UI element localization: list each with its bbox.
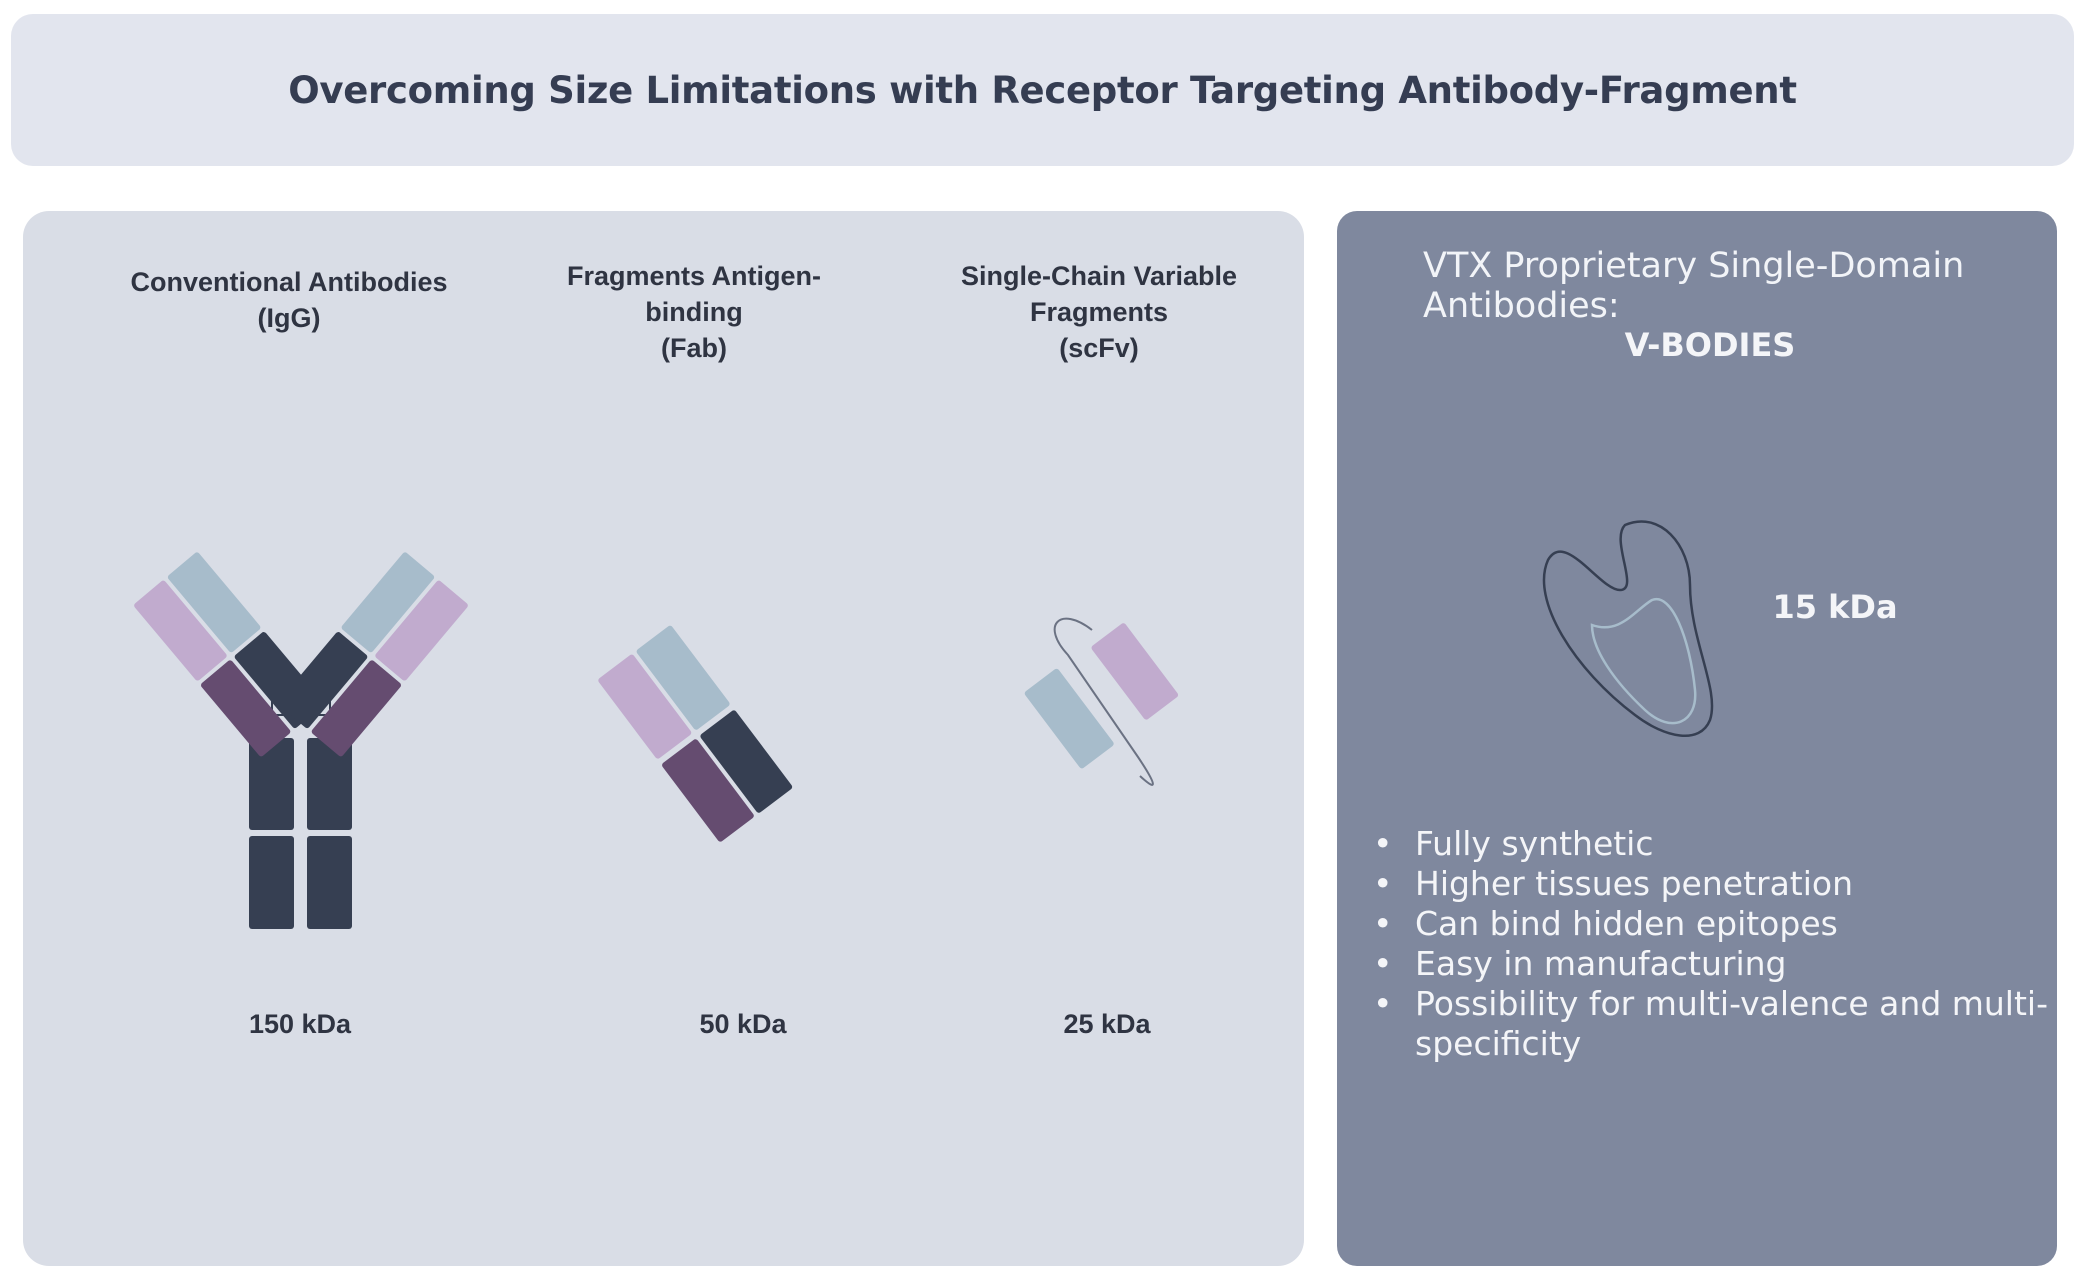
scfv-label: Single-Chain Variable Fragments (scFv) <box>929 258 1269 366</box>
vbodies-panel <box>1337 211 2057 1266</box>
feature-item: Can bind hidden epitopes <box>1373 904 2063 944</box>
igg-label-line-2: (IgG) <box>257 303 321 333</box>
vtx-heading-line-1: VTX Proprietary Single-Domain <box>1423 246 1965 286</box>
igg-label-line-1: Conventional Antibodies <box>130 267 448 297</box>
igg-kda: 150 kDa <box>248 1009 352 1039</box>
vtx-heading: VTX Proprietary Single-Domain Antibodies… <box>1423 246 1983 326</box>
fab-kda: 50 kDa <box>699 1009 787 1039</box>
feature-item: Fully synthetic <box>1373 824 2063 864</box>
igg-antibody-icon <box>134 552 468 929</box>
vbodies-name: V-BODIES <box>1624 326 1796 364</box>
scfv-label-line-2: Fragments <box>1029 297 1169 327</box>
scfv-kda: 25 kDa <box>1063 1009 1151 1039</box>
fab-label-line-1: Fragments Antigen-binding <box>566 261 821 327</box>
scfv-fragment-icon <box>1024 617 1179 786</box>
vbody-feature-list: Fully synthetic Higher tissues penetrati… <box>1373 824 2063 1064</box>
fab-label-line-2: (Fab) <box>661 333 727 363</box>
fab-fragment-icon <box>598 625 793 842</box>
feature-item: Possibility for multi-valence and multi-… <box>1373 984 2063 1064</box>
vbody-kda: 15 kDa <box>1772 588 1898 626</box>
feature-item: Easy in manufacturing <box>1373 944 2063 984</box>
page-title: Overcoming Size Limitations with Recepto… <box>288 68 1797 112</box>
igg-label: Conventional Antibodies (IgG) <box>119 264 459 336</box>
feature-item: Higher tissues penetration <box>1373 864 2063 904</box>
scfv-label-line-3: (scFv) <box>1059 333 1139 363</box>
title-banner: Overcoming Size Limitations with Recepto… <box>11 14 2074 166</box>
vbody-domain-icon <box>1542 520 1714 738</box>
scfv-label-line-1: Single-Chain Variable <box>960 261 1238 291</box>
fab-label: Fragments Antigen-binding (Fab) <box>524 258 864 366</box>
vtx-heading-line-2: Antibodies: <box>1423 286 1620 326</box>
